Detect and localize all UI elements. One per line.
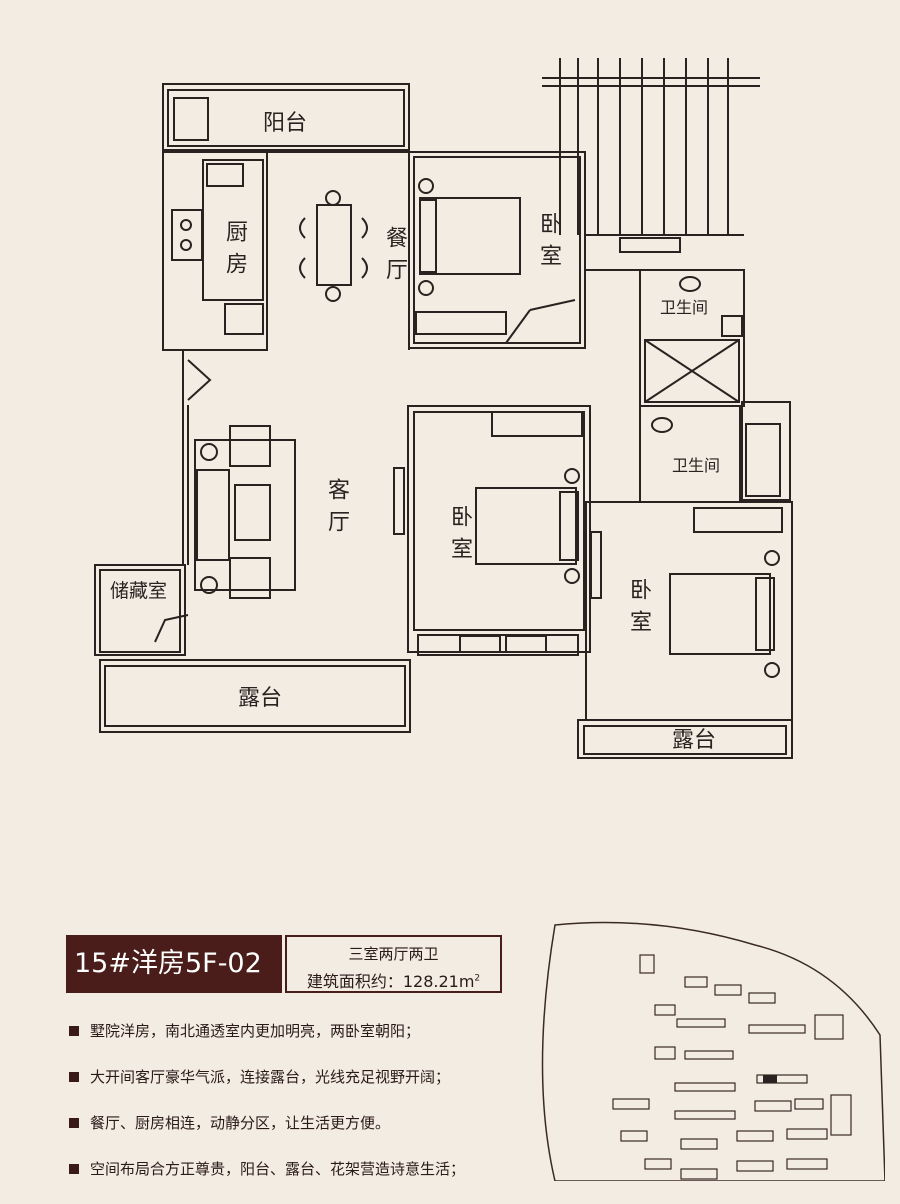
layout-text: 三室两厅两卫 [348, 945, 439, 963]
room-label-balcony: 阳台 [263, 111, 308, 136]
room-label-bedroom-mid: 卧室 [447, 505, 472, 569]
feature-text: 空间布局合方正尊贵，阳台、露台、花架营造诗意生活； [90, 1160, 466, 1178]
current-building-marker [763, 1075, 777, 1083]
unit-info-box: 三室两厅两卫 建筑面积约：128.21m2 [285, 935, 502, 993]
feature-item: 空间布局合方正尊贵，阳台、露台、花架营造诗意生活； [66, 1158, 536, 1204]
area-label: 建筑面积约：128.21m [306, 972, 475, 991]
room-label-dining: 餐厅 [382, 226, 407, 290]
room-label-kitchen: 厨房 [222, 220, 247, 284]
bullet-square-icon [69, 1026, 79, 1036]
site-map [541, 921, 885, 1181]
room-label-bathroom-2: 卫生间 [672, 456, 721, 475]
bullet-square-icon [69, 1164, 79, 1174]
bullet-square-icon [69, 1118, 79, 1128]
feature-item: 餐厅、厨房相连，动静分区，让生活更方便。 [66, 1112, 536, 1158]
pergola [542, 58, 760, 235]
unit-title: 15#洋房5F-02 [66, 935, 282, 993]
area-text: 建筑面积约：128.21m2 [287, 968, 500, 992]
room-label-bedroom-top: 卧室 [536, 212, 561, 276]
feature-text: 墅院洋房，南北通透室内更加明亮，两卧室朝阳； [90, 1022, 421, 1040]
feature-item: 大开间客厅豪华气派，连接露台，光线充足视野开阔； [66, 1066, 536, 1112]
feature-item: 墅院洋房，南北通透室内更加明亮，两卧室朝阳； [66, 1020, 536, 1066]
room-label-bedroom-right: 卧室 [626, 578, 651, 642]
bullet-square-icon [69, 1072, 79, 1082]
feature-list: 墅院洋房，南北通透室内更加明亮，两卧室朝阳； 大开间客厅豪华气派，连接露台，光线… [66, 1020, 536, 1204]
room-label-living: 客厅 [324, 478, 349, 542]
floor-plan [94, 58, 793, 759]
feature-text: 餐厅、厨房相连，动静分区，让生活更方便。 [90, 1114, 391, 1132]
area-superscript: 2 [474, 973, 481, 984]
feature-text: 大开间客厅豪华气派，连接露台，光线充足视野开阔； [90, 1068, 451, 1086]
room-label-terrace-right: 露台 [672, 728, 717, 753]
room-label-terrace-left: 露台 [238, 686, 283, 711]
room-label-bathroom-1: 卫生间 [660, 298, 709, 317]
room-label-storage: 储藏室 [110, 580, 168, 602]
